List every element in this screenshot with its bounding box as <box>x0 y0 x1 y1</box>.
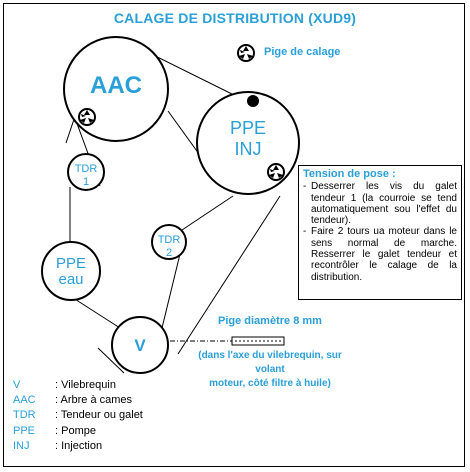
timing-mark-dot <box>247 95 259 107</box>
legend-row: TDR : Tendeur ou galet <box>13 408 143 423</box>
diagram-title: CALAGE DE DISTRIBUTION (XUD9) <box>113 10 357 26</box>
legend-abbr: PPE <box>13 424 36 437</box>
legend-row: INJ : Injection <box>13 439 143 454</box>
legend-row: V : Vilebrequin <box>13 378 143 393</box>
ppe-inj-label-2: INJ <box>235 139 262 159</box>
pige-calage-icon <box>237 44 255 62</box>
legend: V : Vilebrequin AAC : Arbre à cames TDR … <box>13 378 143 454</box>
tdr2-label-1: TDR <box>158 234 181 246</box>
legend-abbr: INJ <box>13 439 30 452</box>
pige-calage-label: Pige de calage <box>264 46 341 58</box>
legend-abbr: AAC <box>13 394 36 407</box>
tension-step-2: Faire 2 tours ua moteur dans le sens nor… <box>311 226 457 283</box>
aac-pige-icon <box>78 108 96 126</box>
step-dash: - <box>303 226 307 238</box>
tension-step-1: Desserrer les vis du galet tendeur 1 (la… <box>311 181 457 227</box>
tension-step: - Faire 2 tours ua moteur dans le sens n… <box>303 226 457 282</box>
legend-desc: : Arbre à cames <box>55 394 133 407</box>
legend-desc: : Tendeur ou galet <box>55 409 143 422</box>
ppe-eau-pulley <box>41 241 101 301</box>
pige-note: (dans l'axe du vilebrequin, sur volant m… <box>190 349 350 391</box>
tdr2-label-2: 2 <box>166 247 172 259</box>
v-label: V <box>134 336 146 355</box>
legend-row: PPE : Pompe <box>13 424 143 439</box>
legend-desc: : Pompe <box>55 424 96 437</box>
ppe-inj-label-1: PPE <box>230 118 266 138</box>
tdr1-label-2: 1 <box>83 176 89 188</box>
ppe-inj-pige-icon <box>267 163 285 181</box>
legend-desc: : Injection <box>55 439 103 452</box>
ppe-eau-label-2: eau <box>58 271 83 288</box>
legend-abbr: TDR <box>13 409 36 422</box>
tension-step: - Desserrer les vis du galet tendeur 1 (… <box>303 181 457 226</box>
v-pulley <box>111 316 169 374</box>
pige-diametre-label: Pige diamètre 8 mm <box>218 315 322 327</box>
legend-abbr: V <box>13 379 21 391</box>
ppe-eau-label-1: PPE <box>56 255 86 272</box>
pige-note-line-2: moteur, côté filtre à huile) <box>209 378 331 389</box>
pige-8mm-rod <box>170 336 285 346</box>
pige-note-line-1: (dans l'axe du vilebrequin, sur volant <box>198 350 342 375</box>
aac-label: AAC <box>90 72 142 99</box>
tdr1-pulley <box>67 153 105 191</box>
tension-box: Tension de pose : - Desserrer les vis du… <box>298 165 462 300</box>
tdr1-label-1: TDR <box>75 163 98 175</box>
legend-row: AAC : Arbre à cames <box>13 393 143 408</box>
tdr2-pulley <box>151 224 187 260</box>
legend-desc: : Vilebrequin <box>55 379 116 391</box>
tension-title: Tension de pose : <box>303 168 396 180</box>
step-dash: - <box>303 181 307 193</box>
